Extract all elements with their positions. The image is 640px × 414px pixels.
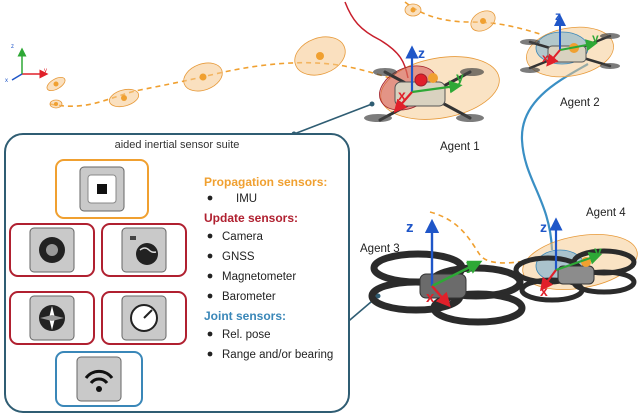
- joint-item: Rel. pose: [222, 329, 271, 341]
- svg-text:z: z: [11, 44, 14, 50]
- agent2-drone: [520, 14, 620, 78]
- agent4-axis-z: z: [540, 219, 547, 235]
- propagation-item: IMU: [236, 193, 257, 205]
- imu-chip-icon: [55, 159, 149, 219]
- agent2-label: Agent 2: [560, 97, 600, 109]
- gnss-globe-chip-icon: [101, 223, 187, 277]
- agent1-axis-y: y: [456, 69, 464, 85]
- agent2-trajectory: [404, 1, 541, 35]
- update-item: Barometer: [222, 291, 276, 303]
- joint-header: Joint sensors:: [204, 309, 286, 323]
- update-item: Camera: [222, 231, 264, 243]
- agent3-axis-x: x: [426, 289, 435, 306]
- agent2-axis-z: z: [555, 9, 561, 23]
- suite-to-agent1-connector: [293, 103, 373, 135]
- agent3-label: Agent 3: [360, 243, 400, 255]
- agent4-label: Agent 4: [586, 207, 626, 219]
- propagation-header: Propagation sensors:: [204, 175, 327, 189]
- update-item: Magnetometer: [222, 271, 296, 283]
- agent1-trajectory: [46, 36, 391, 109]
- agent3-drone: [368, 218, 526, 326]
- agent1-axis-z: z: [418, 45, 425, 61]
- svg-text:y: y: [44, 68, 47, 74]
- update-header: Update sensors:: [204, 211, 298, 225]
- camera-aperture-chip-icon: [9, 223, 95, 277]
- svg-text:x: x: [5, 78, 8, 84]
- wifi-chip-icon: [55, 351, 143, 407]
- compass-chip-icon: [9, 291, 95, 345]
- agent1-update-trajectory: [344, 1, 409, 79]
- agent3-axis-y: y: [466, 257, 475, 274]
- suite-title: aided inertial sensor suite: [115, 139, 240, 151]
- agent1-axis-x: x: [398, 87, 406, 103]
- world-frame-icon: z x y: [5, 44, 49, 84]
- joint-item: Range and/or bearing: [222, 349, 333, 361]
- agent4-drone: [513, 217, 638, 303]
- joint-list: Rel. pose Range and/or bearing: [207, 329, 333, 361]
- update-item: GNSS: [222, 251, 255, 263]
- agent3-axis-z: z: [406, 219, 414, 236]
- agent1-label: Agent 1: [440, 141, 480, 153]
- update-list: Camera GNSS Magnetometer Barometer: [207, 231, 296, 303]
- agent2-axis-y: y: [592, 31, 599, 45]
- agent4-axis-y: y: [594, 243, 602, 259]
- propagation-list: IMU: [207, 193, 257, 205]
- inter-agent-link: [520, 63, 589, 251]
- agent4-axis-x: x: [540, 283, 548, 299]
- gauge-chip-icon: [101, 291, 187, 345]
- agent2-axis-x: x: [542, 51, 549, 65]
- agent1-drone: [364, 45, 500, 122]
